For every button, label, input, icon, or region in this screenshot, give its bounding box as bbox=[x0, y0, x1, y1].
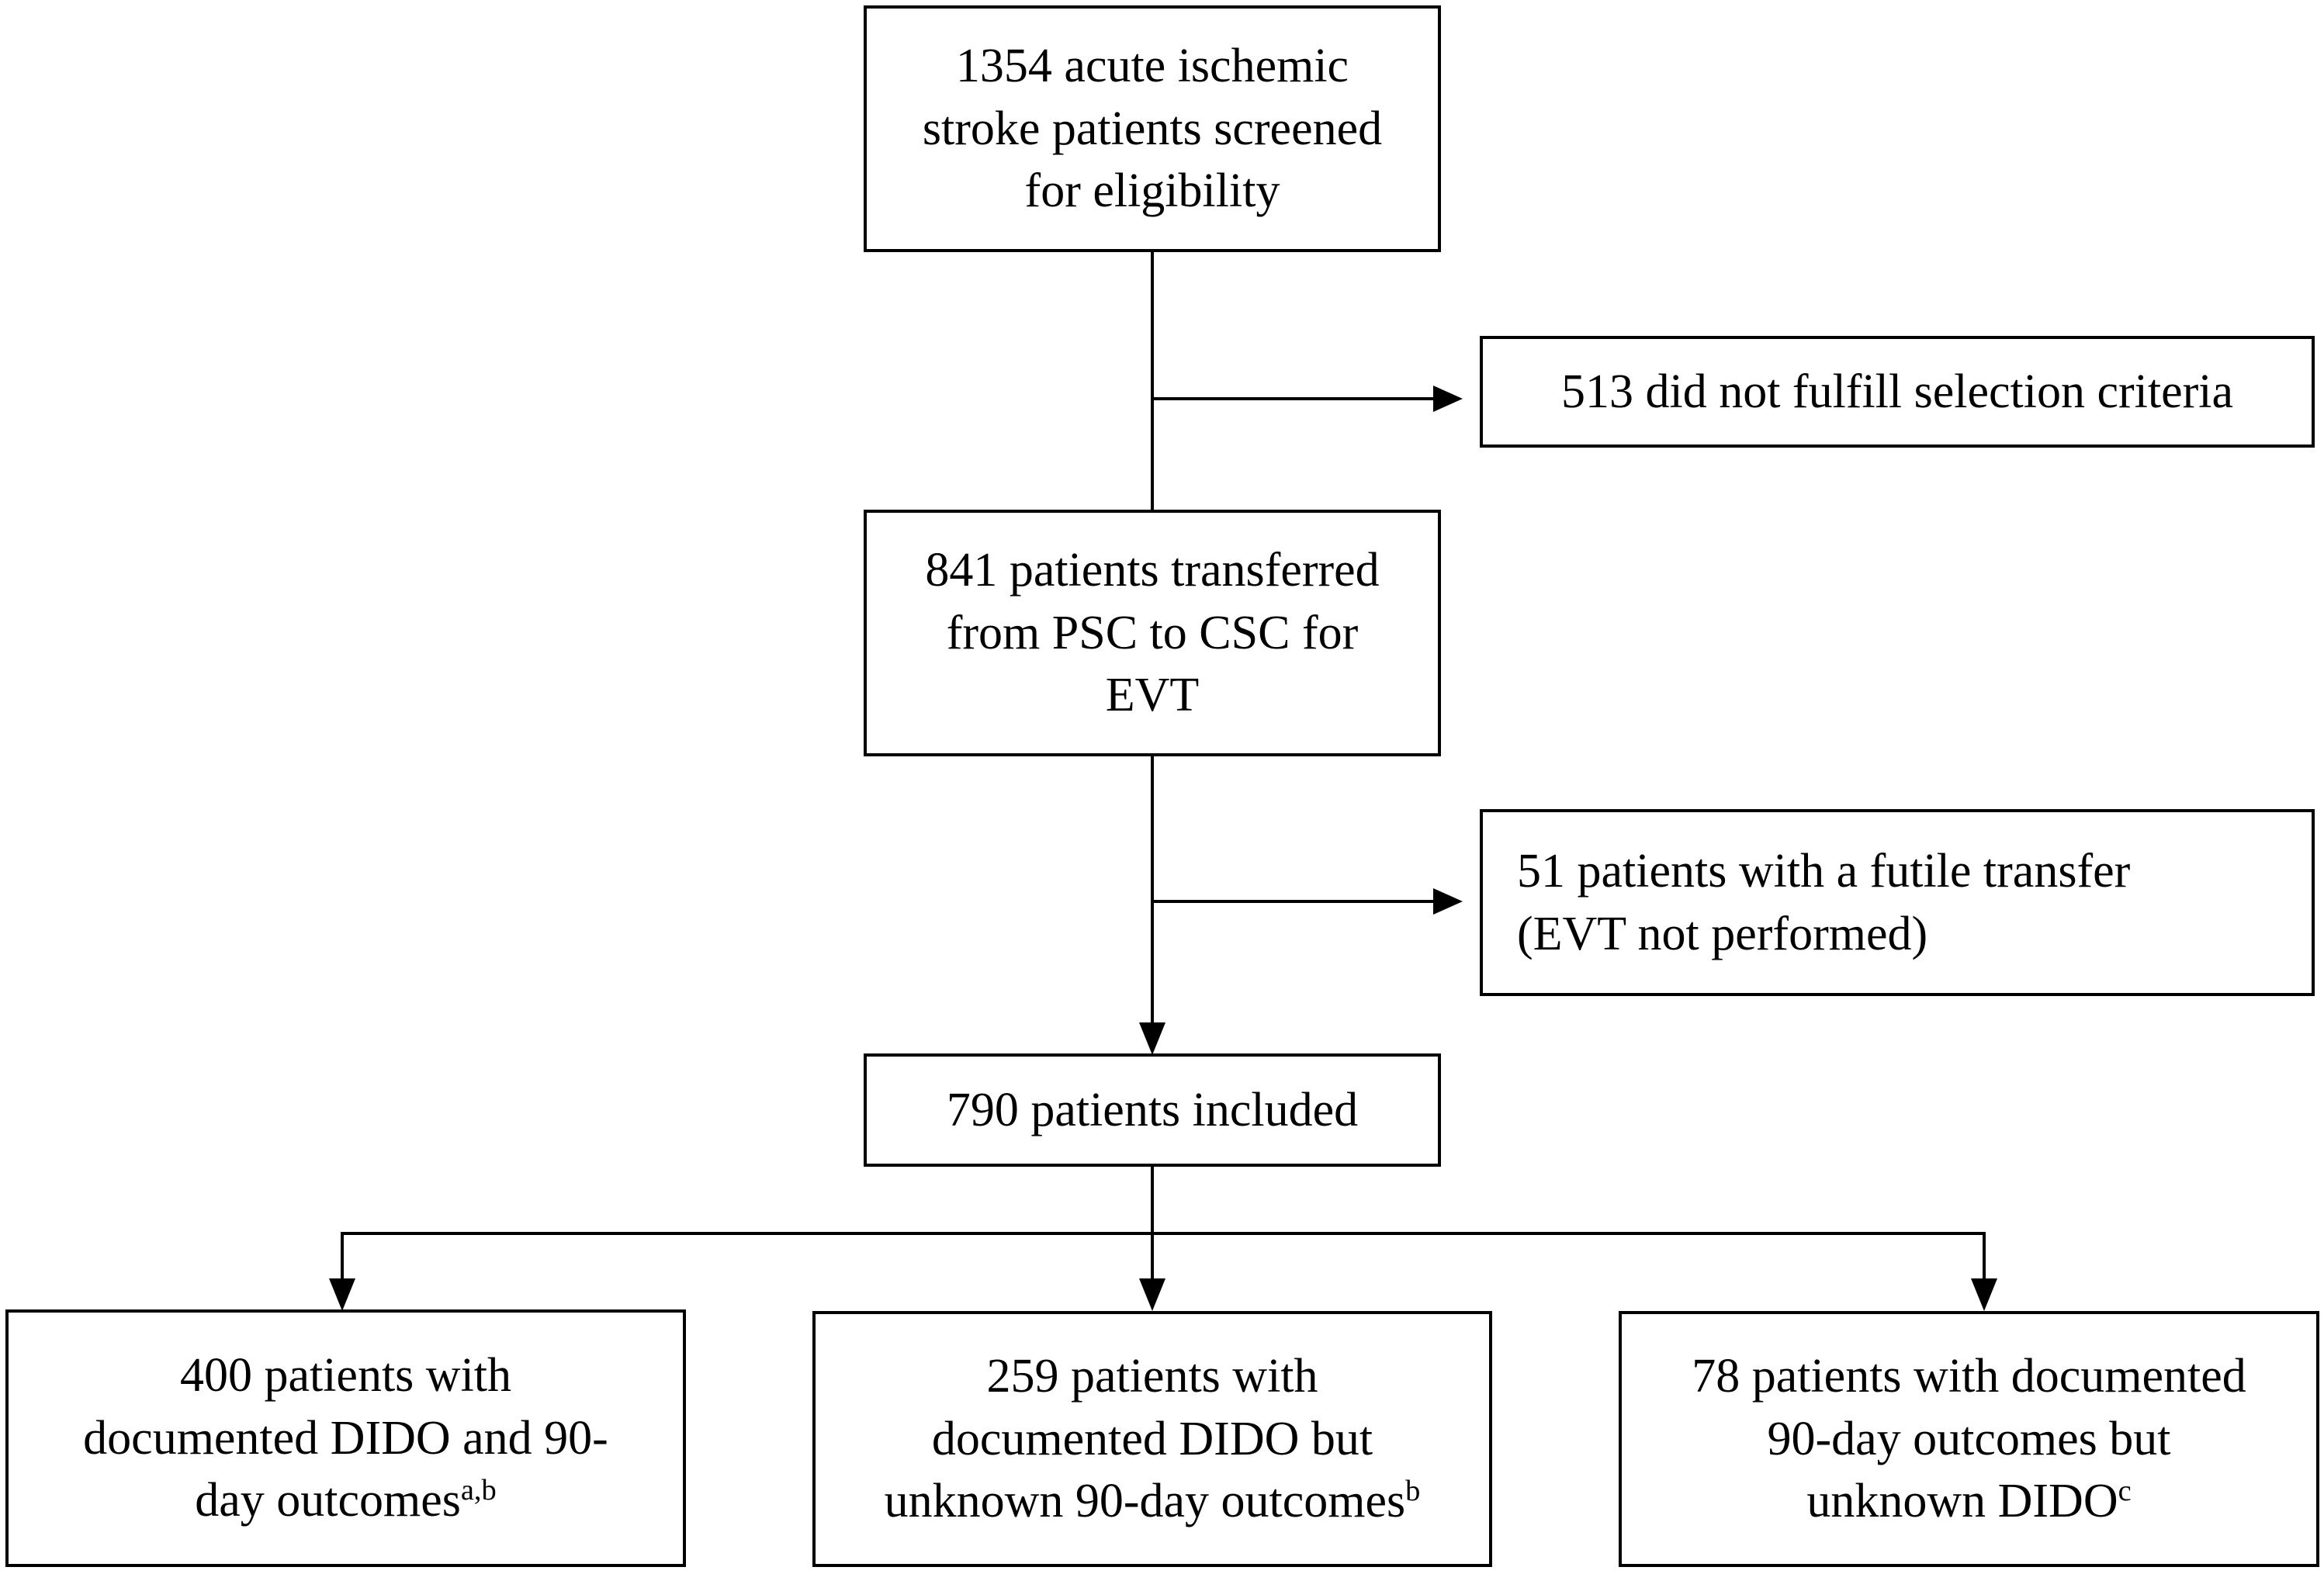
group-c-box: 78 patients with documented 90-day outco… bbox=[1619, 1311, 2319, 1567]
screened-line-2: stroke patients screened bbox=[922, 102, 1383, 155]
arrowhead-excluded bbox=[1433, 386, 1463, 412]
group-b-line-3: unknown 90-day outcomesb bbox=[885, 1470, 1421, 1533]
excluded-criteria-box: 513 did not fulfill selection criteria bbox=[1480, 336, 2315, 448]
excluded-criteria-text: 513 did not fulfill selection criteria bbox=[1560, 365, 2234, 418]
group-b-footnote-marker: b bbox=[1405, 1475, 1421, 1508]
arrowhead-group-b bbox=[1139, 1278, 1165, 1311]
group-c-line-1: 78 patients with documented bbox=[1692, 1350, 2246, 1403]
arrowhead-included bbox=[1139, 1022, 1165, 1055]
group-c-line-2: 90-day outcomes but bbox=[1767, 1412, 2171, 1465]
arrowhead-group-c bbox=[1971, 1278, 1997, 1311]
transferred-line-3: EVT bbox=[1105, 669, 1200, 722]
futile-transfer-box: 51 patients with a futile transfer (EVT … bbox=[1480, 809, 2315, 996]
transferred-line-2: from PSC to CSC for bbox=[946, 606, 1359, 659]
group-a-line-2: documented DIDO and 90- bbox=[83, 1411, 608, 1465]
group-b-line-1: 259 patients with bbox=[986, 1350, 1318, 1403]
group-a-footnote-marker: a,b bbox=[460, 1474, 497, 1507]
group-c-footnote-marker: c bbox=[2118, 1475, 2132, 1508]
group-a-line-3: day outcomesa,b bbox=[195, 1469, 497, 1532]
included-text: 790 patients included bbox=[946, 1083, 1359, 1136]
transferred-line-1: 841 patients transferred bbox=[925, 544, 1380, 597]
group-b-line-2: documented DIDO but bbox=[931, 1412, 1373, 1465]
screened-line-1: 1354 acute ischemic bbox=[955, 40, 1349, 93]
group-a-box: 400 patients with documented DIDO and 90… bbox=[5, 1309, 686, 1567]
screened-line-3: for eligibility bbox=[1024, 164, 1280, 218]
arrowhead-futile bbox=[1433, 888, 1463, 915]
group-c-line-3-text: unknown DIDO bbox=[1806, 1475, 2118, 1528]
group-a-line-3-text: day outcomes bbox=[195, 1474, 461, 1527]
group-c-line-3: unknown DIDOc bbox=[1806, 1470, 2131, 1533]
group-a-line-1: 400 patients with bbox=[179, 1349, 512, 1403]
screened-box: 1354 acute ischemic stroke patients scre… bbox=[864, 5, 1441, 252]
transferred-box: 841 patients transferred from PSC to CSC… bbox=[864, 510, 1441, 756]
group-b-box: 259 patients with documented DIDO but un… bbox=[812, 1311, 1492, 1567]
arrowhead-group-a bbox=[329, 1278, 355, 1311]
futile-transfer-line-2: (EVT not performed) bbox=[1517, 907, 1928, 960]
group-b-line-3-text: unknown 90-day outcomes bbox=[884, 1475, 1406, 1528]
included-box: 790 patients included bbox=[864, 1053, 1441, 1167]
futile-transfer-line-1: 51 patients with a futile transfer bbox=[1517, 844, 2131, 898]
